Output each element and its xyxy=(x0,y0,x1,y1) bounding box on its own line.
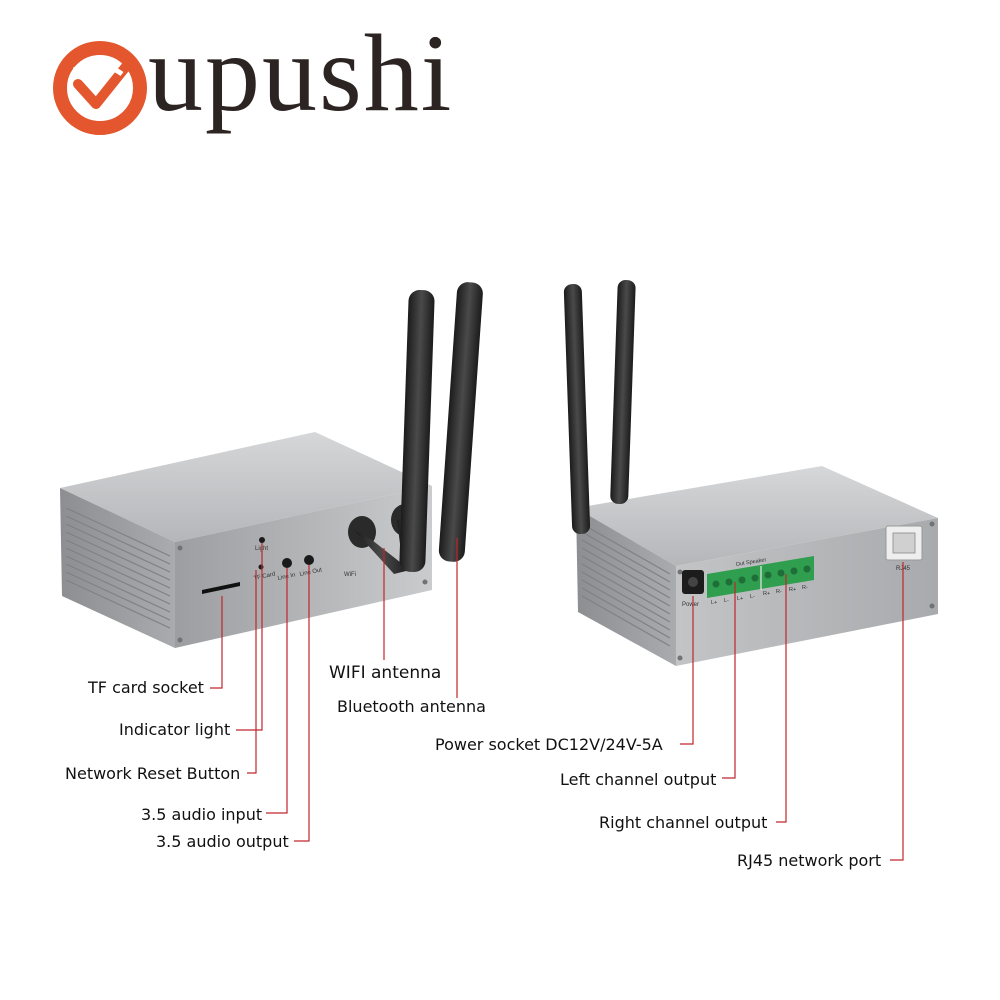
terminal-label: R- xyxy=(802,585,808,591)
brand-logo-icon xyxy=(53,41,147,135)
front-device: Light TF Card Line In Line Out WiFi xyxy=(60,282,483,648)
callout-left-channel-output: Left channel output xyxy=(560,770,717,789)
front-label-line-out: Line Out xyxy=(299,567,323,578)
callout-right-channel-output: Right channel output xyxy=(599,813,768,832)
terminal-label: R+ xyxy=(789,587,796,593)
terminal-label: L+ xyxy=(737,596,743,602)
callout-indicator-light: Indicator light xyxy=(119,720,231,739)
leader-lines xyxy=(210,538,904,861)
rear-device: Power Out Speaker RJ45 L+ L- L+ L- R+ R-… xyxy=(563,280,938,666)
callout-wifi-antenna: WIFI antenna xyxy=(329,663,442,683)
terminal-label: R+ xyxy=(763,591,770,597)
terminal-label: R- xyxy=(776,589,782,595)
rear-label-power: Power xyxy=(682,602,699,608)
callout-tf-card-socket: TF card socket xyxy=(88,678,204,697)
brand-wordmark: upushi xyxy=(148,12,454,134)
callout-network-reset-button: Network Reset Button xyxy=(65,764,241,783)
terminal-label: L- xyxy=(750,594,755,600)
front-label-tf-card: TF Card xyxy=(253,572,276,582)
front-label-wifi: WiFi xyxy=(344,572,356,578)
terminal-label: L+ xyxy=(711,600,717,606)
callout-audio-input: 3.5 audio input xyxy=(141,805,263,824)
terminal-label: L- xyxy=(724,598,729,604)
callout-audio-output: 3.5 audio output xyxy=(156,832,289,851)
callout-bluetooth-antenna: Bluetooth antenna xyxy=(337,697,486,716)
callout-rj45-network-port: RJ45 network port xyxy=(737,851,882,870)
callout-power-socket: Power socket DC12V/24V-5A xyxy=(435,735,663,754)
rear-label-out-speaker: Out Speaker xyxy=(735,557,767,568)
